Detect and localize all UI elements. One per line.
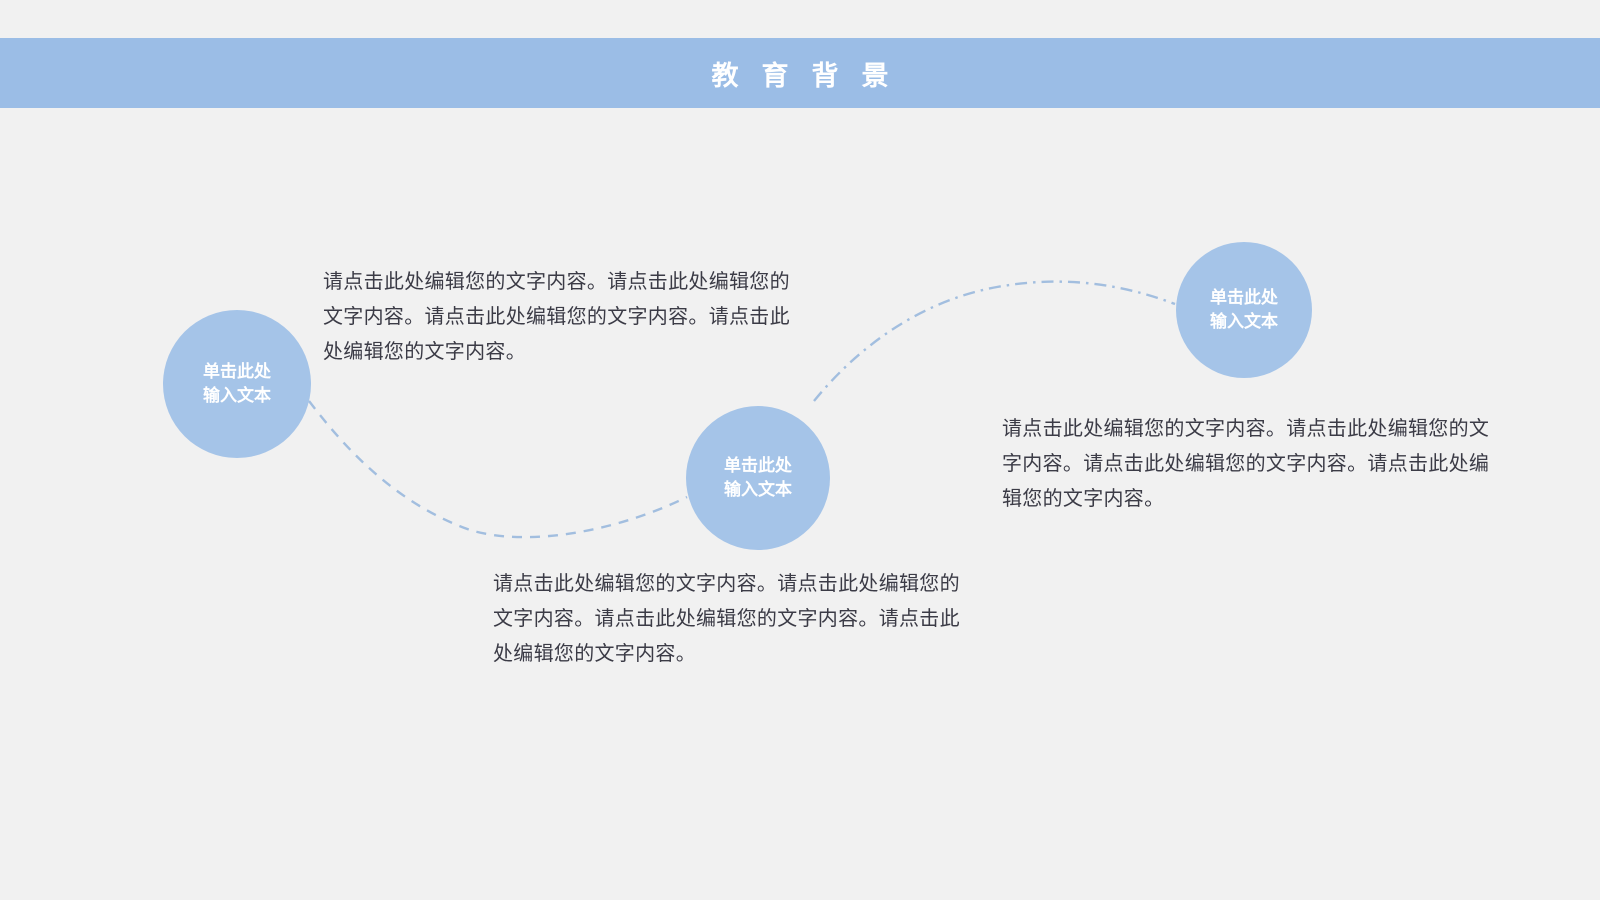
text-line: 辑您的文字内容。	[1002, 488, 1165, 510]
dashed-connector-node1-node2	[308, 400, 688, 539]
text-line: 文字内容。请点击此处编辑您的文字内容。请点击此	[323, 306, 790, 328]
text-line: 处编辑您的文字内容。	[323, 341, 526, 363]
slide-title: 教育背景	[711, 60, 912, 91]
node-label-line2: 输入文本	[1210, 312, 1278, 331]
dashdot-connector-node2-node3	[813, 280, 1176, 402]
placeholder-text-block-1[interactable]: 请点击此处编辑您的文字内容。请点击此处编辑您的 文字内容。请点击此处编辑您的文字…	[323, 265, 790, 370]
text-line: 请点击此处编辑您的文字内容。请点击此处编辑您的	[323, 271, 790, 293]
node-label-line1: 单击此处	[724, 456, 792, 475]
node-label-line1: 单击此处	[203, 362, 271, 381]
text-line: 处编辑您的文字内容。	[493, 643, 696, 665]
text-line: 文字内容。请点击此处编辑您的文字内容。请点击此	[493, 608, 960, 630]
title-bar: 教育背景	[0, 38, 1600, 108]
node-label-line2: 输入文本	[724, 480, 792, 499]
placeholder-text-block-3[interactable]: 请点击此处编辑您的文字内容。请点击此处编辑您的文 字内容。请点击此处编辑您的文字…	[1002, 412, 1489, 517]
text-line: 请点击此处编辑您的文字内容。请点击此处编辑您的	[493, 573, 960, 595]
timeline-node-3[interactable]: 单击此处 输入文本	[1176, 242, 1312, 378]
node-label-line2: 输入文本	[203, 386, 271, 405]
text-line: 字内容。请点击此处编辑您的文字内容。请点击此处编	[1002, 453, 1490, 475]
placeholder-text-block-2[interactable]: 请点击此处编辑您的文字内容。请点击此处编辑您的 文字内容。请点击此处编辑您的文字…	[493, 567, 960, 672]
text-line: 请点击此处编辑您的文字内容。请点击此处编辑您的文	[1002, 418, 1490, 440]
timeline-node-1[interactable]: 单击此处 输入文本	[163, 310, 311, 458]
timeline-node-2[interactable]: 单击此处 输入文本	[686, 406, 830, 550]
node-label-line1: 单击此处	[1210, 288, 1278, 307]
